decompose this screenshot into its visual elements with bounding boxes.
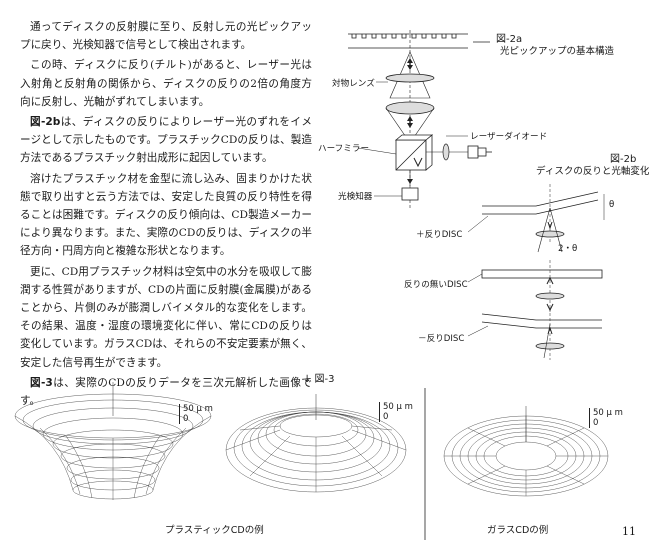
paragraph-2: この時、ディスクに反り(チルト)があると、レーザー光は入射角と反射角の関係から、… (20, 59, 312, 108)
figure-reference: 図-2b (30, 116, 61, 129)
paragraph-6: 図-3は、実際のCDの反りデータを三次元解析した画像です。 (20, 374, 312, 410)
figure-2: 図-2a 光ピックアップの基本構造 対物レンズ レーザーダイオード ハーフミラー… (318, 8, 650, 363)
figure-reference: 図-3 (30, 376, 53, 389)
two-theta-label: 2・θ (558, 244, 578, 254)
laser-diode (467, 145, 492, 159)
collimator-lens (385, 101, 435, 115)
objective-lens (385, 73, 435, 83)
scale-value: 50 μ m (183, 404, 213, 414)
glass-cd-caption: ガラスCDの例 (487, 525, 549, 536)
scale-zero: 0 (183, 414, 189, 424)
scale-zero: 0 (383, 412, 389, 422)
no-warp-label: 反りの無いDISC (404, 280, 468, 290)
photodetector (401, 187, 419, 201)
paragraph-4: 溶けたプラスチック材を金型に流し込み、固まりかけた状態で取り出すと云う方法では、… (20, 172, 312, 258)
plastic-cd-caption: プラスティックCDの例 (165, 525, 264, 536)
half-mirror-cube (394, 134, 434, 171)
plus-warp-disc (482, 184, 605, 253)
figure-3-plots (14, 382, 609, 540)
figure-2a-ref: 図-2a (496, 34, 523, 45)
scale-value: 50 μ m (593, 408, 623, 418)
minus-warp-disc (481, 308, 602, 360)
half-mirror-label: ハーフミラー (318, 144, 370, 154)
figure-3: ↓ 図-3 (0, 360, 650, 546)
plus-warp-label: ＋反りDISC (416, 230, 463, 240)
scale-zero: 0 (593, 418, 599, 428)
minus-warp-label: －反りDISC (418, 334, 465, 344)
figure-3-ref: ↓ 図-3 (303, 374, 335, 385)
laser-diode-label: レーザーダイオード (470, 132, 548, 142)
scale-marker-glass: 50 μ m 0 (589, 408, 623, 428)
scale-value: 50 μ m (383, 402, 413, 412)
scale-marker-plastic-2: 50 μ m 0 (379, 402, 413, 422)
photodetector-label: 光検知器 (338, 192, 373, 202)
paragraph-3-text: は、ディスクの反りによりレーザー光のずれをイメージとして示したものです。プラスチ… (20, 116, 312, 165)
paragraph-6-text: は、実際のCDの反りデータを三次元解析した画像です。 (20, 376, 312, 408)
paragraph-5: 更に、CD用プラスチック材料は空気中の水分を吸収して膨潤する性質がありますが、C… (20, 265, 312, 369)
paragraph-1: 通ってディスクの反射膜に至り、反射し元の光ピックアップに戻り、光検知器で信号とし… (20, 21, 312, 52)
figure-2b-title: ディスクの反りと光軸変化 (536, 166, 650, 177)
figure-2a-title: 光ピックアップの基本構造 (500, 46, 615, 57)
figure-2-diagram (348, 30, 605, 360)
figure-2b-ref: 図-2b (610, 154, 637, 165)
objective-lens-label: 対物レンズ (332, 79, 375, 89)
body-text-column: 通ってディスクの反射膜に至り、反射し元の光ピックアップに戻り、光検知器で信号とし… (20, 18, 312, 412)
paragraph-3: 図-2bは、ディスクの反りによりレーザー光のずれをイメージとして示したものです。… (20, 113, 312, 168)
no-warp-disc (481, 260, 603, 312)
scale-marker-plastic-1: 50 μ m 0 (179, 404, 213, 424)
page-number: 11 (622, 525, 636, 538)
disc-surface (348, 33, 490, 49)
theta-label: θ (609, 200, 615, 210)
